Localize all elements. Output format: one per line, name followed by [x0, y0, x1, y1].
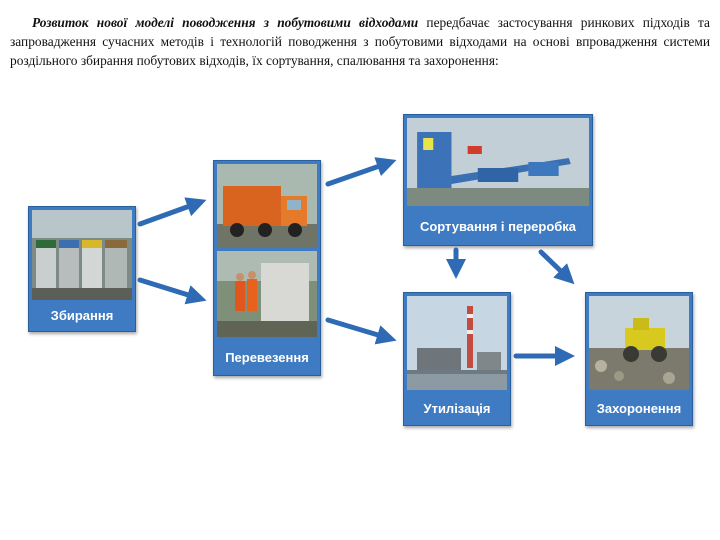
card-transport: Перевезення — [213, 160, 321, 376]
intro-paragraph: Розвиток нової моделі поводження з побут… — [10, 13, 710, 70]
arrow-transport-to-sorting — [325, 157, 397, 187]
card-burial: Захоронення — [585, 292, 693, 426]
card-collection: Збирання — [28, 206, 136, 332]
workers-photo — [217, 251, 317, 337]
burial-photo — [589, 296, 689, 390]
utilization-photo — [407, 296, 507, 390]
burial-label: Захоронення — [596, 401, 682, 416]
card-utilization: Утилізація — [403, 292, 511, 426]
truck-photo — [217, 164, 317, 248]
arrow-collection-to-transport — [137, 277, 207, 305]
collection-photo — [32, 210, 132, 300]
collection-label: Збирання — [50, 308, 114, 323]
workers-image — [217, 251, 317, 337]
sorting-plant-image — [407, 118, 589, 206]
arrow-collection-to-truck — [137, 197, 207, 227]
arrow-transport-to-utilization — [325, 317, 397, 345]
arrow-sorting-to-burial — [538, 249, 575, 285]
landfill-image — [589, 296, 689, 390]
transport-label: Перевезення — [225, 350, 309, 365]
bins-image — [32, 210, 132, 300]
intro-bold: Розвиток нової моделі поводження з побут… — [32, 15, 419, 30]
utilization-label: Утилізація — [423, 401, 491, 416]
sorting-label: Сортування і переробка — [419, 219, 577, 234]
card-sorting: Сортування і переробка — [403, 114, 593, 246]
intro-text: передбачає застосування ринкових підході… — [10, 15, 710, 68]
sorting-photo — [407, 118, 589, 206]
garbage-truck-image — [217, 164, 317, 248]
incinerator-plant-image — [407, 296, 507, 390]
